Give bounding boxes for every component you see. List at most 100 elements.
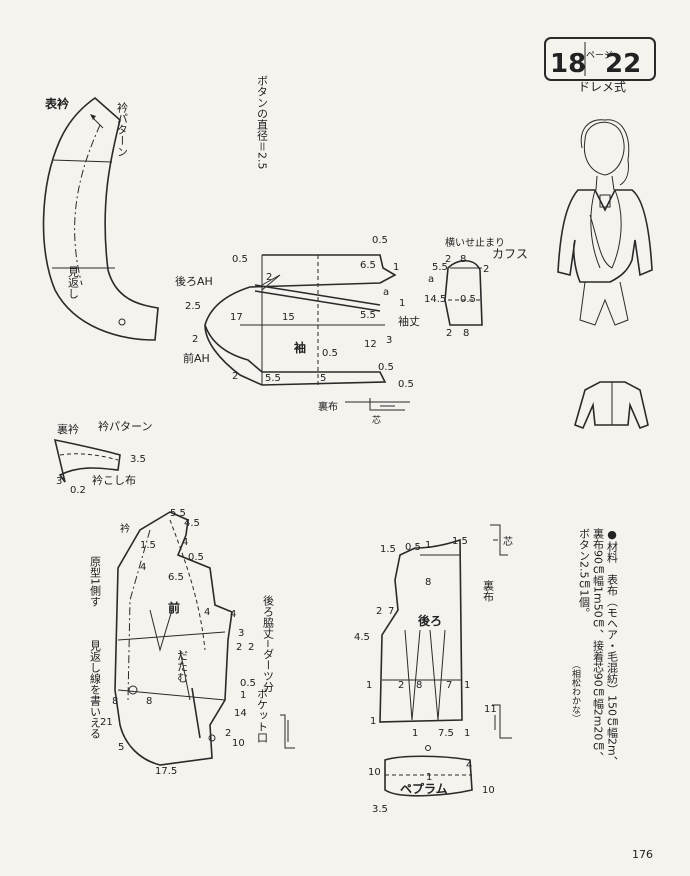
sleeve-dim-4: 1 [393, 262, 399, 273]
sleeve-dim-1: 0.5 [232, 254, 248, 265]
back-dim-3: 1 [425, 540, 431, 551]
front-bodice-piece: 前 衿 だたむ 後ろ脇丈−ダーツ分 ポケット口 原型1側す 見返し線を書いえる … [89, 508, 295, 777]
front-dim-4: 4 [182, 537, 188, 548]
cuff-title: カフス [492, 247, 528, 261]
back-dim-13: 1 [464, 680, 470, 691]
cuff-ease-label: 横いせ止まり [445, 236, 505, 249]
front-dim-22: 17.5 [155, 766, 177, 777]
front-dim-3: 1.5 [140, 540, 156, 551]
front-dim-10: 3 [238, 628, 244, 639]
page-unit: ページ [586, 51, 613, 61]
sleeve-dim-14: 2 [192, 334, 198, 345]
facing-label: 見返し [67, 266, 80, 299]
front-dim-11: 2 [236, 642, 242, 653]
page-reference-box: 18 ページ 22 ドレメ式 [544, 37, 656, 94]
sleeve-dim-20: 0.5 [398, 379, 414, 390]
back-dim-22: 3.5 [372, 804, 388, 815]
back-bodice-piece: 後ろ ペプラム 裏布 芯 1.5 0.5 1 1.5 8 2 7 4.5 1 8… [354, 524, 513, 815]
sleeve-dim-8: 15 [282, 312, 295, 323]
under-collar-dim-1: 3.5 [130, 454, 146, 465]
cuff-dim-3: 5.5 [432, 262, 448, 273]
back-armhole-label: 後ろAH [175, 274, 213, 288]
back-dim-14: 1 [370, 716, 376, 727]
front-label: 前 [168, 600, 180, 615]
cuff-dim-6: 14.5 [424, 294, 446, 305]
sleeve-dim-13: 12 [364, 339, 377, 350]
back-dim-20: 1 [426, 772, 432, 783]
back-dim-17: 1 [464, 728, 470, 739]
back-dim-2: 0.5 [405, 542, 421, 553]
sleeve-dim-11: 5.5 [360, 310, 376, 321]
materials-line-2: 裏布90㎝幅1m50㎝、接着芯90㎝幅2m20㎝、 [592, 527, 605, 763]
sleeve-dim-9: a [383, 287, 389, 298]
sleeve-dim-3: 6.5 [360, 260, 376, 271]
front-dim-17: 8 [146, 696, 152, 707]
cuff-dim-7: 0.5 [460, 294, 476, 305]
front-pocket-label: ポケット口 [256, 688, 269, 743]
front-dim-5: 0.5 [188, 552, 204, 563]
cuff-dim-4: 2 [483, 264, 489, 275]
front-dim-7: 6.5 [168, 572, 184, 583]
materials-credit: （相松わかな） [570, 660, 581, 723]
front-dim-18: 10 [232, 738, 245, 749]
under-collar-pattern-label: 衿パターン [98, 419, 152, 433]
materials-block: ●材料 表布（モヘア・毛混紡）150㎝幅2m、 裏布90㎝幅1m50㎝、接着芯9… [570, 527, 619, 767]
front-armhole-label: 前AH [183, 351, 210, 365]
back-lining-label: 裏布 [482, 579, 495, 603]
back-dim-18: 4 [466, 760, 472, 771]
front-dim-8: 4 [204, 607, 210, 618]
materials-line-1: ●材料 表布（モヘア・毛混紡）150㎝幅2m、 [606, 528, 619, 767]
sleeve-lining-note: 芯 [372, 414, 381, 426]
under-collar-title: 裏衿 [57, 422, 79, 436]
materials-line-3: ボタン2.5㎝1個。 [578, 528, 591, 619]
back-dim-19: 10 [368, 767, 381, 778]
front-collar-mark: 衿 [120, 522, 130, 535]
back-dim-23: 11 [484, 704, 497, 715]
back-dim-5: 8 [425, 577, 431, 588]
cuff-dim-8: 2 [446, 328, 452, 339]
cuff-dim-5: a [428, 274, 434, 285]
back-dim-11: 2 [398, 680, 404, 691]
back-dim-9: 1 [366, 680, 372, 691]
back-dim-12: 7 [446, 680, 452, 691]
cuff-piece: 横いせ止まり カフス 2 8 5.5 2 a 14.5 0.5 2 8 [424, 236, 528, 339]
sleeve-dim-16: 2 [232, 371, 238, 382]
sleeve-dim-17: 5.5 [265, 373, 281, 384]
sleeve-dim-12: 3 [386, 335, 392, 346]
front-dim-20: 2 [225, 728, 231, 739]
sleeve-hem-label: 袖丈 [398, 314, 420, 328]
back-dim-21: 10 [482, 785, 495, 796]
top-collar-title: 表衿 [44, 96, 69, 111]
front-dim-9: 4 [230, 609, 236, 620]
back-dim-6: 2 [376, 606, 382, 617]
front-dim-6: 4 [140, 562, 146, 573]
collar-pattern-label: 衿パターン [116, 101, 129, 157]
front-dim-21: 5 [118, 742, 124, 753]
front-dim-15: 14 [234, 708, 247, 719]
cuff-dim-2: 8 [460, 254, 466, 265]
sleeve-dim-18: 5 [320, 373, 326, 384]
front-side-note: 後ろ脇丈−ダーツ分 [262, 594, 275, 693]
front-dim-16: 8 [112, 696, 118, 707]
front-vertical-note-1: 原型1側す [89, 556, 102, 607]
sleeve-dim-5: 0.5 [372, 235, 388, 246]
page-number-left: 18 [550, 49, 586, 79]
sleeve-dim-19: 0.5 [378, 362, 394, 373]
back-dim-1: 1.5 [380, 544, 396, 555]
sleeve-dim-7: 17 [230, 312, 243, 323]
front-dim-14: 1 [240, 690, 246, 701]
cuff-dim-1: 2 [445, 254, 451, 265]
sleeve-dim-2: 2 [266, 272, 272, 283]
cuff-dim-9: 8 [463, 328, 469, 339]
front-dim-1: 5.5 [170, 508, 186, 519]
sleeve-dim-10: 1 [399, 298, 405, 309]
back-dim-10: 8 [416, 680, 422, 691]
back-dim-16: 7.5 [438, 728, 454, 739]
front-dim-13: 0.5 [240, 678, 256, 689]
sleeve-dim-15: 0.5 [322, 348, 338, 359]
back-dim-7: 7 [388, 606, 394, 617]
jacket-model-illustration [557, 119, 653, 430]
under-collar-roll-label: 衿こし布 [92, 473, 136, 487]
footer-page-number: 176 [632, 848, 653, 861]
